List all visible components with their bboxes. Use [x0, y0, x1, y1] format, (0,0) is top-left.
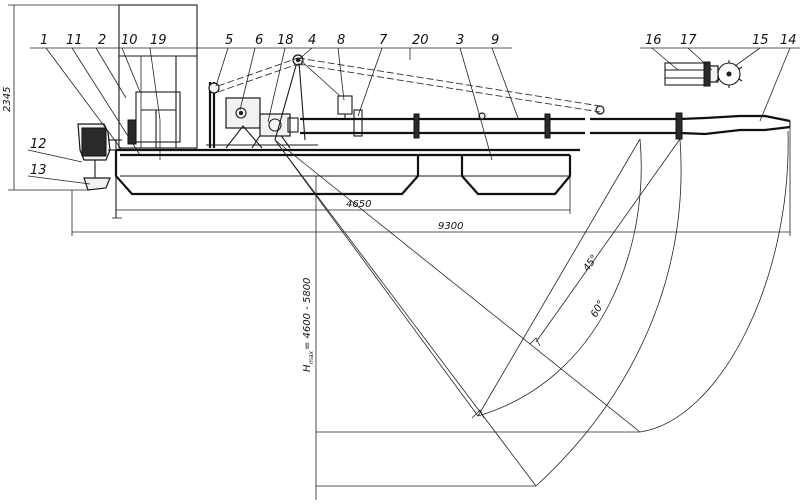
callout-8: 8 [337, 33, 345, 48]
dimension-lines [8, 4, 791, 500]
callout-11: 11 [66, 33, 83, 48]
cabin [118, 4, 198, 149]
angle-45: 45° [581, 253, 600, 274]
callout-16: 16 [645, 33, 662, 48]
dim-depth-symbol: H [302, 364, 313, 372]
callout-5: 5 [225, 33, 233, 48]
dim-depth-sub: max [308, 350, 315, 364]
callout-20: 20 [412, 33, 429, 48]
callout-4: 4 [308, 33, 316, 48]
callout-2: 2 [98, 33, 106, 48]
hoist-cables [217, 57, 601, 113]
callout-leaders [27, 47, 800, 185]
callout-17: 17 [680, 33, 697, 48]
angle-60: 60° [589, 299, 607, 320]
suction-pipe [300, 105, 791, 140]
angle-labels: 45° 60° [581, 253, 607, 320]
callout-15: 15 [752, 33, 769, 48]
dim-pontoon-length: 4650 [346, 199, 371, 210]
dim-overall-length: 9300 [438, 221, 463, 232]
callout-18: 18 [277, 33, 294, 48]
deck-machinery [206, 54, 363, 149]
dim-height: 2345 [2, 87, 13, 112]
hull [112, 140, 580, 219]
callout-numbers: 1 11 2 10 19 5 6 18 4 8 7 20 3 9 16 17 1… [30, 33, 797, 178]
callout-1: 1 [40, 33, 48, 48]
callout-14: 14 [780, 33, 797, 48]
dim-depth-value: = 4600 - 5800 [302, 278, 313, 350]
callout-7: 7 [379, 33, 388, 48]
dredging-arcs [274, 130, 789, 487]
callout-13: 13 [30, 163, 47, 178]
callout-9: 9 [491, 33, 499, 48]
callout-3: 3 [456, 33, 464, 48]
dimension-labels: 2345 4650 9300 H max = 4600 - 5800 [2, 87, 463, 372]
callout-12: 12 [30, 137, 47, 152]
callout-19: 19 [150, 33, 167, 48]
callout-10: 10 [121, 33, 138, 48]
cutter-head [664, 60, 743, 88]
callout-6: 6 [255, 33, 263, 48]
